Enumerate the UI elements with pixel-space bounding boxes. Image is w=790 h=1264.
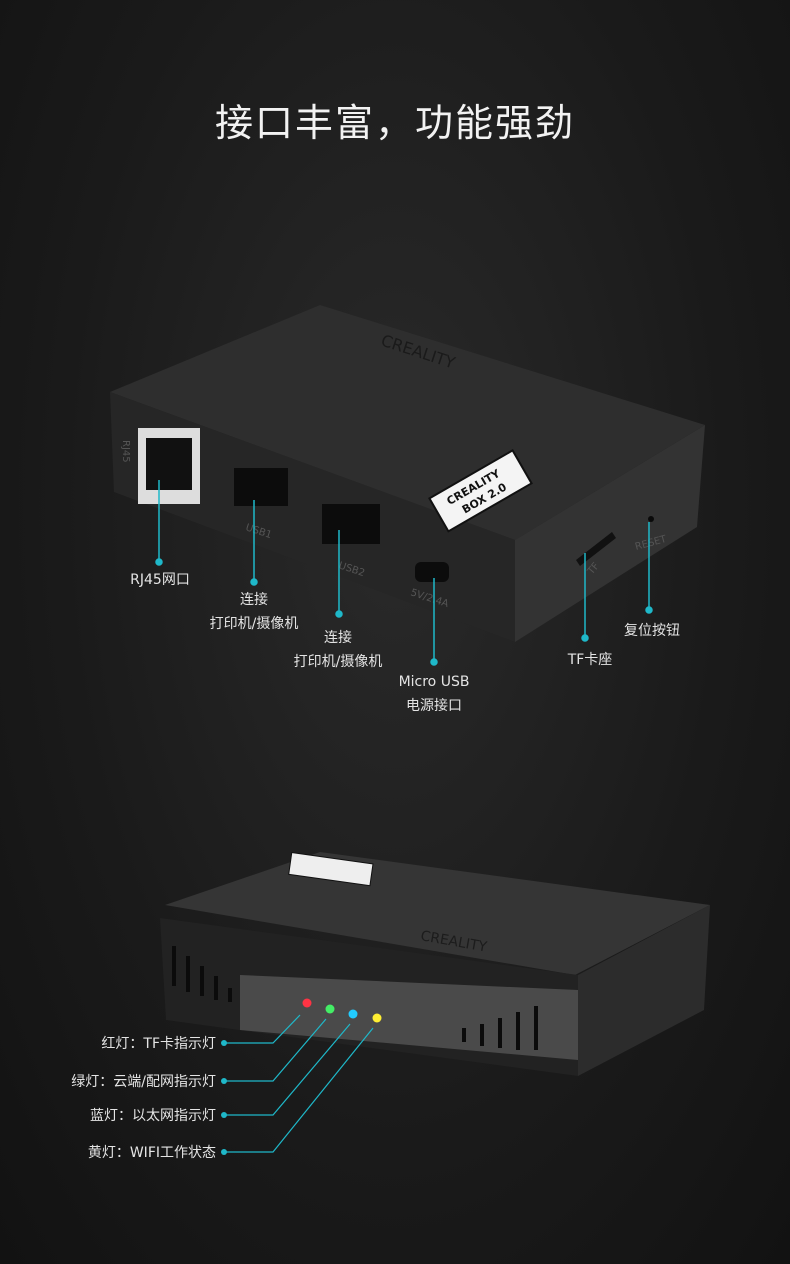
sticker: CREALITY BOX 2.0 <box>428 449 533 533</box>
led-yellow <box>372 1013 382 1023</box>
device-front-view: CREALITY <box>160 851 710 1076</box>
sticker-small <box>288 851 374 887</box>
callout-usb1: 连接打印机/摄像机 <box>209 592 299 632</box>
callout-rj45: RJ45网口 <box>130 572 190 588</box>
tf-slot <box>576 532 616 566</box>
led-label-blue: 蓝灯：以太网指示灯 <box>90 1108 216 1124</box>
led-green <box>325 1004 335 1014</box>
svg-text:RJ45: RJ45 <box>120 440 131 463</box>
usb1-port <box>234 468 288 506</box>
callout-tf: TF卡座 <box>567 652 613 668</box>
callout-reset: 复位按钮 <box>624 623 680 639</box>
page-title: 接口丰富，功能强劲 <box>214 101 575 145</box>
led-blue <box>348 1009 358 1019</box>
reset-hole <box>648 516 654 522</box>
bottom-callout-lines <box>224 1014 374 1153</box>
led-red <box>302 998 312 1008</box>
led-label-red: 红灯：TF卡指示灯 <box>101 1036 216 1052</box>
top-callout-lines <box>155 480 653 666</box>
micro-usb-port <box>415 562 449 582</box>
usb2-port <box>322 504 380 544</box>
led-label-green: 绿灯：云端/配网指示灯 <box>71 1074 216 1090</box>
led-label-yellow: 黄灯：WIFI工作状态 <box>87 1145 216 1161</box>
callout-usb2: 连接打印机/摄像机 <box>293 630 383 670</box>
device-top-view: CREALITY CREALITY BOX 2.0 RJ45 USB1 USB2… <box>110 305 705 642</box>
